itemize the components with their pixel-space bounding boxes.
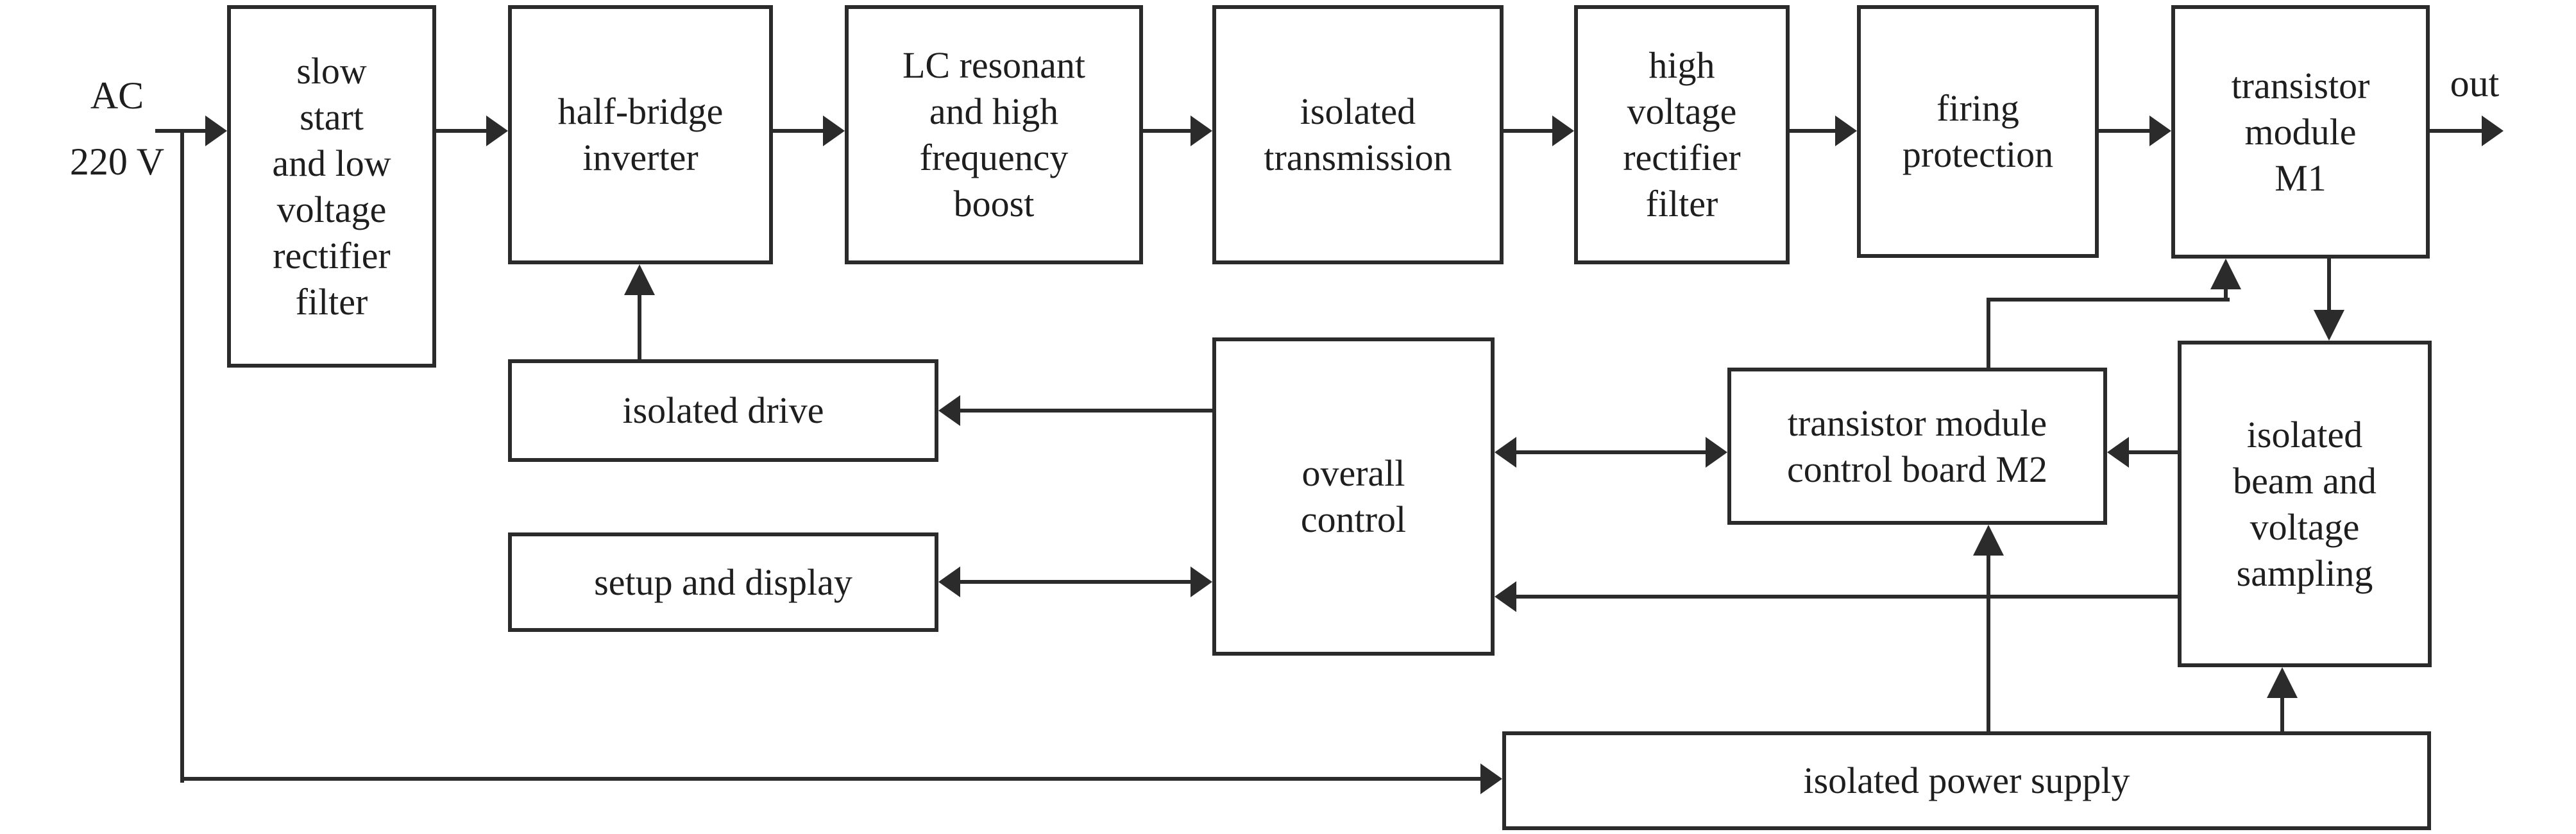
node-isolated-drive-label: isolated drive: [622, 389, 824, 431]
connector-transmission-to-hvrectifier-arrowhead-icon: [1552, 115, 1574, 146]
connector-m1-to-out-line: [2430, 129, 2482, 133]
node-firing-protection: firing protection: [1857, 5, 2099, 258]
node-transistor-module-m1-label: transistor module M1: [2231, 64, 2370, 199]
connector-m1-to-out-arrowhead-icon: [2482, 115, 2504, 146]
node-isolated-power-supply-label: isolated power supply: [1803, 760, 2130, 801]
connector-drive-to-halfbridge-line: [638, 294, 641, 359]
node-overall-control: overall control: [1212, 337, 1495, 656]
connector-setup-control-right-arrowhead-icon: [1191, 566, 1212, 597]
connector-ac-branch-vertical-line: [180, 129, 184, 783]
connector-hvrectifier-to-firing-arrowhead-icon: [1835, 115, 1857, 146]
connector-powersupply-to-m2-line: [1987, 553, 1990, 731]
connector-sampling-to-m2-line: [2128, 450, 2178, 454]
connector-setup-control-line: [959, 580, 1192, 584]
node-isolated-drive: isolated drive: [508, 359, 938, 462]
connector-halfbridge-to-lcboost-line: [773, 129, 824, 133]
node-slow-start: slow start and low voltage rectifier fil…: [227, 5, 436, 368]
connector-m2-to-m1-riser-line: [2224, 288, 2228, 302]
node-transistor-module-m1: transistor module M1: [2171, 5, 2430, 259]
connector-m2-to-m1-vertical-line: [1987, 298, 1990, 370]
node-isolated-transmission: isolated transmission: [1212, 5, 1504, 264]
connector-ac-to-powersupply-arrowhead-icon: [1480, 763, 1502, 794]
connector-drive-to-halfbridge-arrowhead-icon: [624, 264, 655, 295]
node-overall-control-label: overall control: [1300, 452, 1407, 540]
connector-sampling-to-control-line: [1515, 595, 2178, 599]
node-isolated-transmission-label: isolated transmission: [1264, 90, 1452, 178]
connector-lcboost-to-transmission-line: [1143, 129, 1192, 133]
connector-powersupply-to-sampling-arrowhead-icon: [2267, 667, 2298, 698]
node-lc-resonant-boost-label: LC resonant and high frequency boost: [902, 44, 1086, 225]
connector-slowstart-to-halfbridge-arrowhead-icon: [486, 115, 508, 146]
connector-control-m2-right-arrowhead-icon: [1706, 437, 1727, 468]
node-half-bridge-inverter: half-bridge inverter: [508, 5, 773, 264]
node-lc-resonant-boost: LC resonant and high frequency boost: [845, 5, 1143, 264]
connector-m2-to-m1-arrowhead-icon: [2210, 259, 2241, 289]
connector-slowstart-to-halfbridge-line: [436, 129, 487, 133]
connector-control-m2-line: [1515, 450, 1707, 454]
node-beam-voltage-sampling: isolated beam and voltage sampling: [2178, 341, 2432, 667]
connector-ac-to-slowstart-arrowhead-icon: [205, 115, 227, 146]
node-setup-and-display: setup and display: [508, 532, 938, 632]
connector-halfbridge-to-lcboost-arrowhead-icon: [823, 115, 845, 146]
connector-firing-to-m1-arrowhead-icon: [2149, 115, 2171, 146]
ac-source-label: AC 220 V: [69, 74, 165, 183]
node-firing-protection-label: firing protection: [1902, 87, 2054, 175]
node-m2-control-board: transistor module control board M2: [1727, 368, 2107, 525]
connector-ac-to-powersupply-line: [180, 777, 1480, 781]
connector-m2-to-m1-horizontal-line: [1987, 298, 2230, 302]
connector-m1-to-sampling-arrowhead-icon: [2314, 310, 2344, 341]
connector-firing-to-m1-line: [2099, 129, 2151, 133]
connector-lcboost-to-transmission-arrowhead-icon: [1191, 115, 1212, 146]
connector-control-to-drive-line: [959, 409, 1212, 413]
node-m2-control-board-label: transistor module control board M2: [1787, 402, 2047, 490]
connector-transmission-to-hvrectifier-line: [1504, 129, 1554, 133]
node-beam-voltage-sampling-label: isolated beam and voltage sampling: [2233, 413, 2377, 594]
connector-control-to-drive-arrowhead-icon: [938, 395, 960, 426]
node-isolated-power-supply: isolated power supply: [1502, 731, 2431, 830]
connector-m1-to-sampling-line: [2327, 259, 2331, 312]
connector-control-m2-left-arrowhead-icon: [1495, 437, 1516, 468]
connector-powersupply-to-sampling-line: [2280, 695, 2284, 731]
connector-setup-control-left-arrowhead-icon: [938, 566, 960, 597]
node-half-bridge-inverter-label: half-bridge inverter: [557, 90, 724, 178]
output-label: out: [2450, 62, 2500, 105]
connector-powersupply-to-m2-arrowhead-icon: [1973, 525, 2004, 556]
node-hv-rectifier-filter: high voltage rectifier filter: [1574, 5, 1790, 264]
connector-hvrectifier-to-firing-line: [1790, 129, 1836, 133]
node-hv-rectifier-filter-label: high voltage rectifier filter: [1623, 44, 1741, 225]
node-setup-and-display-label: setup and display: [594, 561, 852, 603]
connector-sampling-to-control-arrowhead-icon: [1495, 581, 1516, 612]
connector-sampling-to-m2-arrowhead-icon: [2107, 437, 2129, 468]
node-slow-start-label: slow start and low voltage rectifier fil…: [272, 49, 391, 323]
